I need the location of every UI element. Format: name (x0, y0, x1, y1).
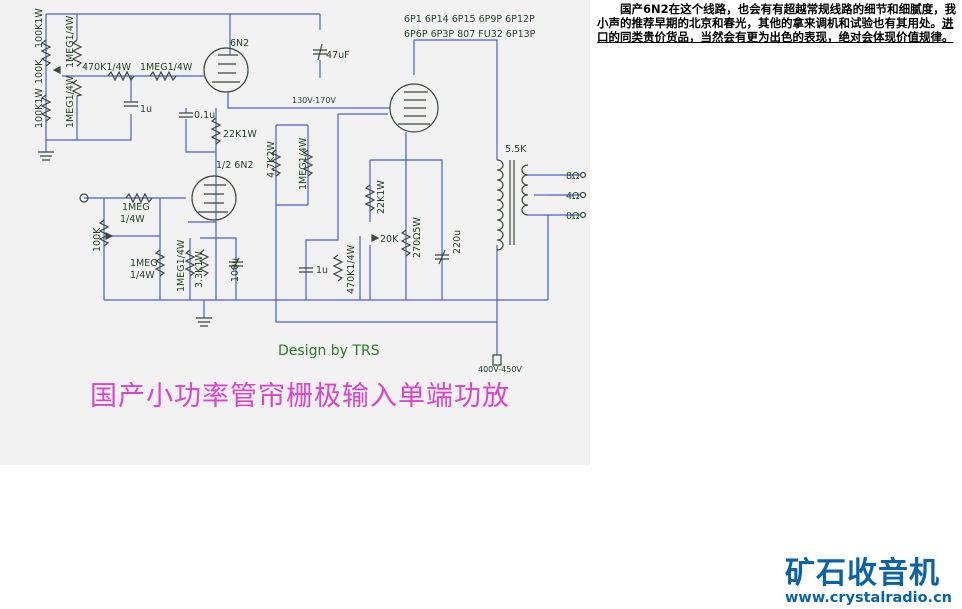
brand-url: www.crystalradio.cn (785, 590, 952, 606)
label-trans-55k: 5.5K (505, 144, 527, 155)
label-pot-20k: 20K (380, 234, 399, 245)
brand-logo: 矿石收音机 www.crystalradio.cn (785, 548, 952, 606)
label-out-0: 0Ω (566, 211, 579, 222)
label-left-100k1w-b: 100K1W (34, 88, 45, 128)
resistor (400, 229, 412, 257)
resistor (149, 70, 177, 82)
label-out-4: 4Ω (566, 191, 579, 202)
tube-list-2: 6P6P 6P3P 807 FU32 6P13P (404, 29, 536, 40)
label-out-8: 8Ω (566, 171, 579, 182)
components (38, 39, 587, 366)
label-tube2: 1/2 6N2 (216, 160, 254, 171)
resistor (364, 184, 376, 212)
label-r-1meg-in-a: 1MEG (122, 202, 150, 213)
design-credit: Design by TRS (278, 343, 380, 359)
label-volt-130-170: 130V-170V (292, 96, 336, 105)
resistor (40, 94, 52, 122)
note-text: 国产6N2在这个线路，也会有有超越常规线路的细节和细腻度，我小声的推荐早期的北京… (597, 2, 957, 30)
label-cap-1u-right: 1u (316, 265, 328, 276)
diagram-title: 国产小功率管帘栅极输入单端功放 (90, 381, 510, 412)
note-underlined: 进口的同类贵价货品，当然会有更为出色的表现，绝对会体现价值规律。 (597, 16, 954, 44)
label-left-1meg-a: 1MEG1/4W (65, 15, 76, 68)
description-note: 国产6N2在这个线路，也会有有超越常规线路的细节和细腻度，我小声的推荐早期的北京… (597, 2, 957, 44)
label-cap-220u: 220u (452, 230, 463, 254)
resistor (210, 117, 222, 145)
pot-100k (98, 219, 110, 247)
resistor (154, 249, 166, 277)
resistor (71, 79, 83, 97)
label-r-1meg-grid-b: 1/4W (130, 270, 155, 281)
label-r-1meg-top: 1MEG1/4W (140, 62, 193, 73)
label-cap-01u: 0.1u (194, 110, 215, 121)
labels: 6P1 6P14 6P15 6P9P 6P12P 6P6P 6P3P 807 F… (34, 8, 579, 374)
label-tube1: 6N2 (230, 38, 249, 49)
brand-name: 矿石收音机 (785, 556, 941, 591)
tube-list-1: 6P1 6P14 6P15 6P9P 6P12P (404, 14, 535, 25)
resistor (270, 149, 282, 177)
resistor (40, 39, 52, 67)
resistor (302, 149, 314, 177)
label-left-100k1w-a: 100K1W (34, 8, 45, 48)
label-r-1meg-in-b: 1/4W (120, 214, 145, 225)
label-cap-1u-left: 1u (140, 104, 152, 115)
schematic-diagram: 6P1 6P14 6P15 6P9P 6P12P 6P6P 6P3P 807 F… (34, 8, 587, 412)
label-r-33k1w: 3.3K1W (194, 251, 205, 288)
label-r-470k-top: 470K1/4W (82, 62, 132, 73)
resistor (332, 254, 344, 282)
label-r-22k1w-right: 22K1W (376, 180, 387, 214)
label-supply: 400V-450V (478, 365, 522, 374)
resistor (125, 192, 153, 204)
label-pot-100k-in: 100K (92, 227, 103, 252)
label-r-1meg-low: 1MEG1/4W (176, 239, 187, 292)
label-cap-47uf: 47uF (326, 50, 350, 61)
resistor (184, 249, 196, 277)
label-r-1meg-grid-a: 1MEG (130, 258, 158, 269)
label-left-1meg-b: 1MEG1/4W (65, 75, 76, 128)
label-left-100k: 100K (34, 59, 45, 84)
resistor (198, 249, 210, 277)
label-r-22k1w-mid: 22K1W (223, 129, 257, 140)
label-r-470k-right: 470K1/4W (346, 244, 357, 294)
schematic-area: 6P1 6P14 6P15 6P9P 6P12P 6P6P 6P3P 807 F… (0, 0, 590, 465)
label-r-270-5w: 270Ω5W (412, 217, 423, 258)
label-cap-100u: 100u (230, 258, 241, 282)
label-r-47k2w: 4.7K2W (266, 141, 277, 178)
label-r-1meg-mid: 1MEG1/4W (298, 137, 309, 190)
resistor (107, 70, 135, 82)
resistor (71, 39, 83, 67)
